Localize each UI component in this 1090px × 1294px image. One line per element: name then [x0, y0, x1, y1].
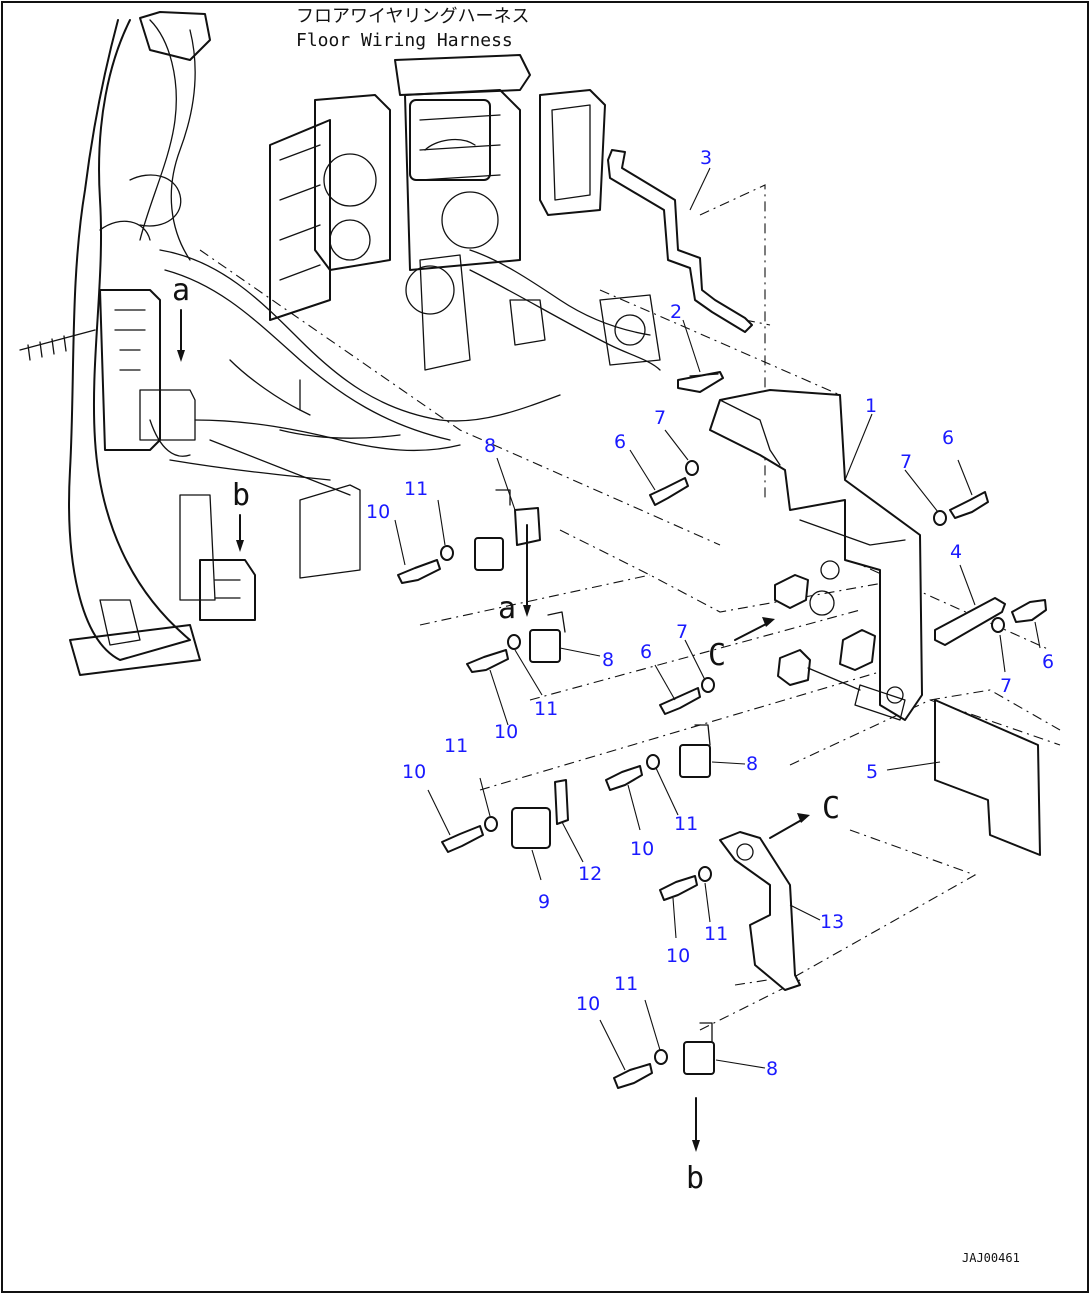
bolts: [397, 477, 1047, 1089]
callout-10b: 10: [494, 721, 518, 743]
callout-6c: 6: [640, 641, 652, 663]
harness-assembly: [19, 11, 661, 676]
title-japanese: フロアワイヤリングハーネス: [296, 6, 529, 27]
callout-8c: 8: [746, 753, 758, 775]
view-letter-b-bottom: b: [686, 1161, 704, 1196]
part-5-plate: [934, 699, 1041, 856]
callout-11a: 11: [404, 478, 428, 500]
callout-11e: 11: [704, 923, 728, 945]
callout-13: 13: [820, 911, 844, 933]
part-1-bracket: [709, 389, 923, 721]
view-letter-a-top: a: [172, 273, 190, 308]
relay-8-right: [679, 744, 711, 778]
part-2-clip: [677, 371, 724, 393]
callout-11f: 11: [614, 973, 638, 995]
callout-6b: 6: [942, 427, 954, 449]
callout-12: 12: [578, 863, 602, 885]
title-english: Floor Wiring Harness: [296, 30, 513, 51]
relay-8-upper-left: [474, 537, 504, 571]
part-12-bracket: [554, 779, 569, 825]
view-letter-c-right: C: [822, 791, 840, 826]
callout-6d: 6: [1042, 651, 1054, 673]
view-letter-a-mid: a: [498, 591, 516, 626]
callout-7d: 7: [1000, 675, 1012, 697]
callout-10a: 10: [366, 501, 390, 523]
callout-4: 4: [950, 541, 962, 563]
leader-lines: [394, 167, 1041, 1071]
part-4-rod: [934, 597, 1006, 646]
drawing-code: JAJ00461: [962, 1251, 1020, 1265]
view-letter-b-top: b: [232, 478, 250, 513]
callout-9: 9: [538, 891, 550, 913]
washers: [440, 460, 1005, 1065]
callout-11b: 11: [534, 698, 558, 720]
part-13-bracket: [719, 831, 801, 991]
alignment-lines: [199, 184, 1061, 1031]
callout-8a: 8: [484, 435, 496, 457]
callout-7b: 7: [900, 451, 912, 473]
callout-6a: 6: [614, 431, 626, 453]
callout-2: 2: [670, 301, 682, 323]
callout-10c: 10: [402, 761, 426, 783]
callout-8b: 8: [602, 649, 614, 671]
callout-7a: 7: [654, 407, 666, 429]
callout-11c: 11: [444, 735, 468, 757]
callout-7c: 7: [676, 621, 688, 643]
view-arrows: [177, 309, 810, 1152]
relays: [474, 489, 715, 1075]
callout-3: 3: [700, 147, 712, 169]
callout-8d: 8: [766, 1058, 778, 1080]
view-letter-c-left: C: [708, 638, 726, 673]
callout-10e: 10: [666, 945, 690, 967]
callout-10d: 10: [630, 838, 654, 860]
callout-11d: 11: [674, 813, 698, 835]
relay-8-lower: [683, 1041, 715, 1075]
relay-9: [511, 807, 551, 849]
relay-8-middle: [529, 629, 561, 663]
part-3-rod: [607, 149, 753, 333]
callout-10f: 10: [576, 993, 600, 1015]
callout-1: 1: [865, 395, 877, 417]
callout-5: 5: [866, 761, 878, 783]
